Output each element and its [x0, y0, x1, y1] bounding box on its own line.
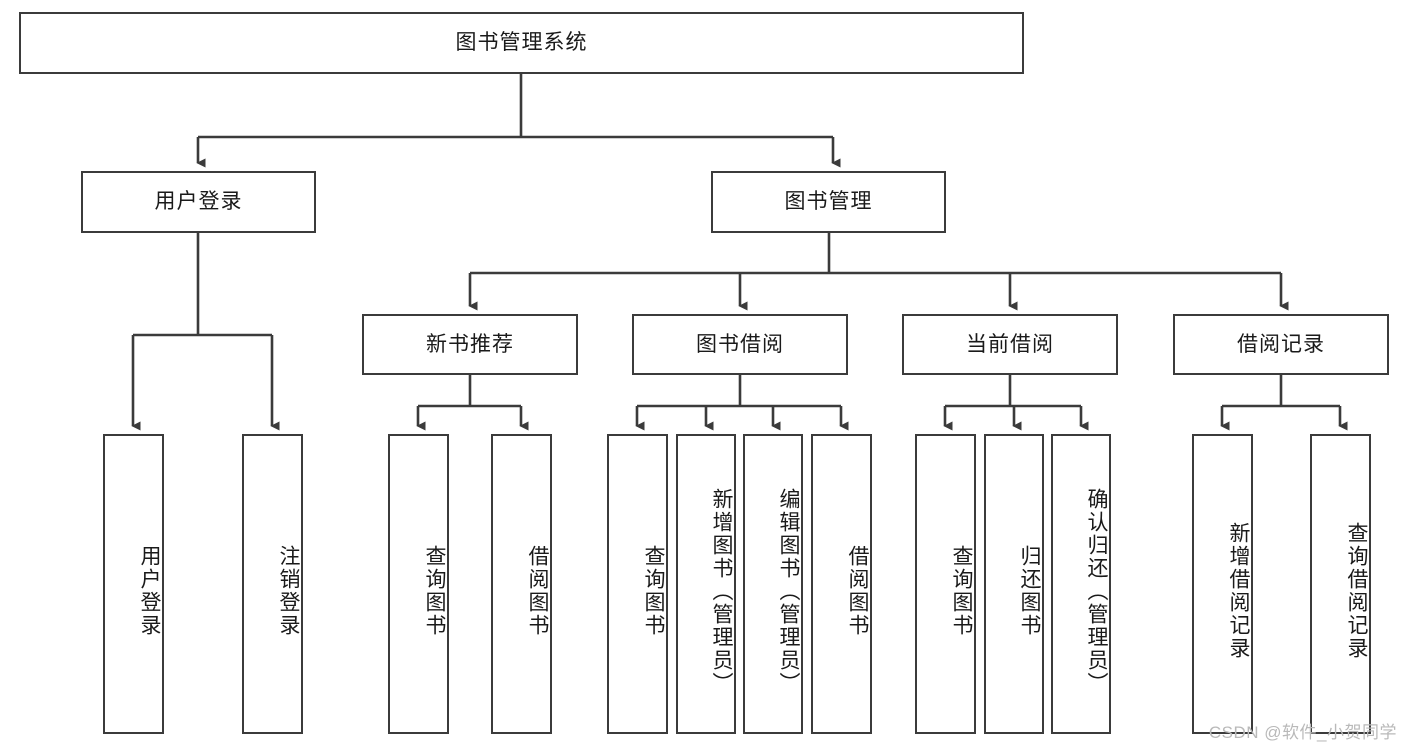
node-borrow-record-label: 借阅记录: [1237, 332, 1325, 356]
node-user-login-label: 用户登录: [154, 190, 243, 214]
leaf-cb-confirm-label: 确认归还（管理员）: [1085, 487, 1108, 695]
leaf-bb-query[interactable]: 查询图书: [607, 434, 668, 734]
leaf-user-login-label: 用户登录: [138, 545, 161, 637]
leaf-bb-edit-label: 编辑图书（管理员）: [777, 487, 800, 695]
leaf-rec-query-label: 查询图书: [423, 545, 446, 637]
leaf-cb-return[interactable]: 归还图书: [984, 434, 1044, 734]
leaf-user-logout-label: 注销登录: [277, 545, 300, 637]
node-new-book-rec-label: 新书推荐: [426, 332, 514, 356]
leaf-cb-confirm[interactable]: 确认归还（管理员）: [1051, 434, 1111, 734]
node-root-label: 图书管理系统: [455, 31, 588, 55]
leaf-br-query-label: 查询借阅记录: [1345, 522, 1368, 660]
leaf-bb-borrow[interactable]: 借阅图书: [811, 434, 872, 734]
leaf-cb-query[interactable]: 查询图书: [915, 434, 976, 734]
leaf-bb-borrow-label: 借阅图书: [846, 545, 869, 637]
leaf-bb-query-label: 查询图书: [642, 545, 665, 637]
leaf-br-add-label: 新增借阅记录: [1227, 522, 1250, 660]
leaf-cb-query-label: 查询图书: [950, 545, 973, 637]
node-book-manage-label: 图书管理: [784, 190, 873, 214]
node-current-borrow-label: 当前借阅: [966, 332, 1054, 356]
node-borrow-record[interactable]: 借阅记录: [1173, 314, 1389, 375]
leaf-bb-edit[interactable]: 编辑图书（管理员）: [743, 434, 803, 734]
node-book-manage[interactable]: 图书管理: [711, 171, 946, 233]
leaf-br-add[interactable]: 新增借阅记录: [1192, 434, 1253, 734]
leaf-rec-borrow-label: 借阅图书: [526, 545, 549, 637]
node-new-book-rec[interactable]: 新书推荐: [362, 314, 578, 375]
leaf-user-logout[interactable]: 注销登录: [242, 434, 303, 734]
leaf-br-query[interactable]: 查询借阅记录: [1310, 434, 1371, 734]
node-user-login[interactable]: 用户登录: [81, 171, 316, 233]
leaf-bb-add[interactable]: 新增图书（管理员）: [676, 434, 736, 734]
leaf-user-login[interactable]: 用户登录: [103, 434, 164, 734]
leaf-rec-query[interactable]: 查询图书: [388, 434, 449, 734]
node-book-borrow[interactable]: 图书借阅: [632, 314, 848, 375]
leaf-bb-add-label: 新增图书（管理员）: [710, 487, 733, 695]
node-book-borrow-label: 图书借阅: [696, 332, 784, 356]
leaf-cb-return-label: 归还图书: [1018, 545, 1041, 637]
node-root[interactable]: 图书管理系统: [19, 12, 1024, 74]
leaf-rec-borrow[interactable]: 借阅图书: [491, 434, 552, 734]
node-current-borrow[interactable]: 当前借阅: [902, 314, 1118, 375]
